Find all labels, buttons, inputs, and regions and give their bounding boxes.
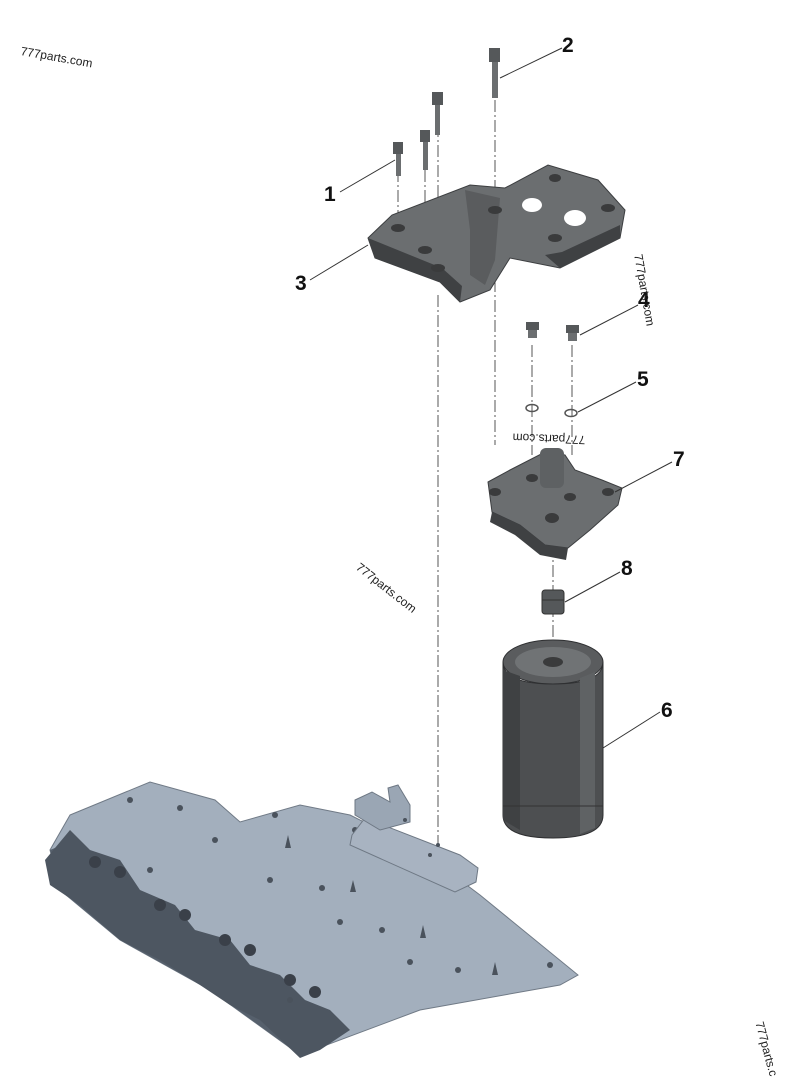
filter-cartridge (502, 639, 604, 839)
callout-4: 4 (638, 289, 650, 312)
callout-1: 1 (324, 183, 336, 206)
callout-7: 7 (673, 448, 685, 471)
callout-3: 3 (295, 272, 307, 295)
bolt-1 (393, 142, 403, 176)
engine-block (45, 781, 579, 1058)
callout-6: 6 (661, 699, 673, 722)
bolt-1c (432, 92, 443, 135)
mounting-bracket (367, 164, 626, 303)
leader-lines (309, 47, 673, 749)
o-rings (525, 403, 578, 418)
bolt-2 (489, 48, 500, 98)
filter-head (487, 448, 623, 560)
watermark-filter-head: 777parts.com (512, 430, 586, 447)
callout-8: 8 (621, 557, 633, 580)
bolts (393, 48, 500, 176)
callout-5: 5 (637, 368, 649, 391)
plugs (526, 322, 579, 341)
adapter-nipple (541, 589, 565, 615)
callout-2: 2 (562, 34, 574, 57)
engine-side-bosses (45, 830, 350, 1058)
bolt-1b (420, 130, 430, 170)
